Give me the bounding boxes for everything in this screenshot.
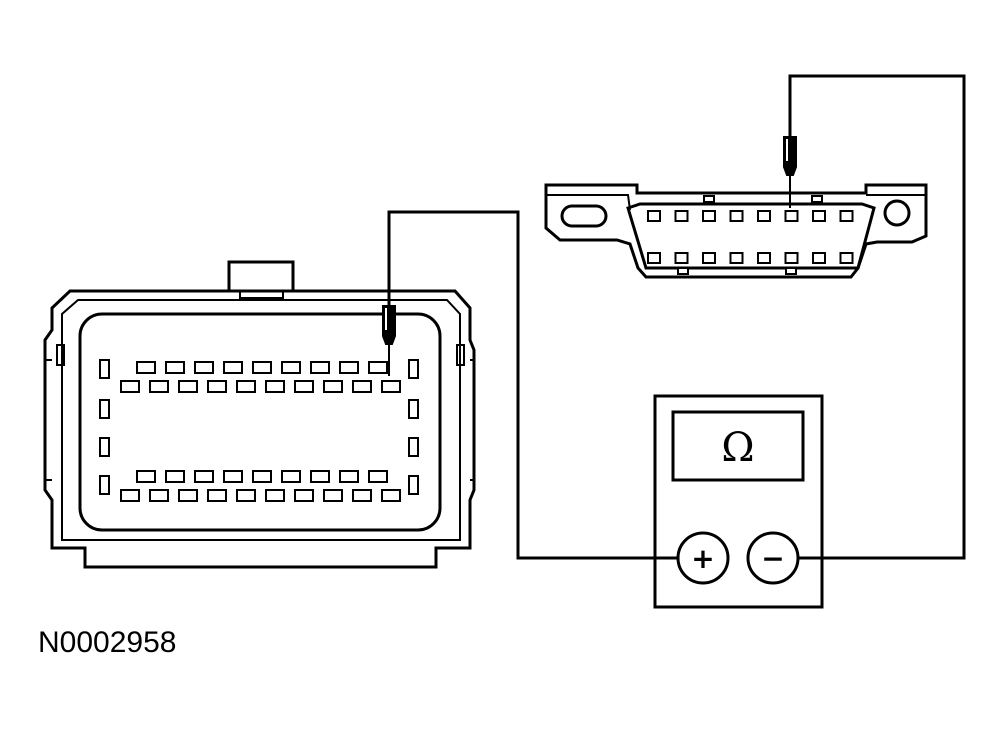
connector-pin (323, 489, 343, 502)
connector-pin (149, 380, 169, 393)
test-leads (387, 74, 966, 560)
connector-pin (408, 399, 419, 419)
connector-pin (368, 361, 388, 374)
connector-pin (252, 361, 272, 374)
connector-pin (252, 470, 272, 483)
connector-pin (281, 470, 301, 483)
obd-key-notch (703, 195, 715, 203)
connector-pin (120, 380, 140, 393)
obd-pin (839, 252, 854, 264)
connector-pin (223, 361, 243, 374)
obd-pin (757, 252, 771, 264)
connector-pin (310, 470, 330, 483)
connector-pin (310, 361, 330, 374)
connector-pin (408, 437, 419, 457)
connector-pin (294, 489, 314, 502)
connector-pin (178, 380, 198, 393)
connector-pin (99, 359, 110, 379)
negative-terminal-label: − (761, 542, 784, 575)
obd-key-notch (785, 267, 797, 275)
connector-pin (120, 489, 140, 502)
test-probe-icon (382, 305, 396, 376)
connector-pin (368, 470, 388, 483)
connector-pin (194, 470, 214, 483)
connector-pin (381, 489, 401, 502)
connector-pin (207, 489, 227, 502)
obd-pin (702, 210, 716, 222)
obd-key-notch (811, 195, 823, 203)
connector-pin (381, 380, 401, 393)
obd-pin (812, 210, 826, 222)
obd-pin (839, 210, 854, 222)
connector-pin (408, 475, 419, 495)
connector-pin (339, 470, 359, 483)
figure-id: N0002958 (38, 626, 177, 659)
test-probe-icon (783, 136, 797, 208)
connector-pin (165, 361, 185, 374)
positive-lead (387, 210, 678, 560)
obd-key-notch (677, 267, 689, 275)
connector-pin (136, 361, 156, 374)
obd-pin (647, 210, 661, 222)
connector-pin (352, 380, 372, 393)
connector-pin (236, 489, 256, 502)
connector-pin (294, 380, 314, 393)
connector-pin (149, 489, 169, 502)
obd-pin (812, 252, 826, 264)
connector-pin (178, 489, 198, 502)
obd-pin (757, 210, 771, 222)
connector-pin (223, 470, 243, 483)
meter-display (671, 410, 805, 482)
negative-lead (788, 74, 966, 560)
connector-pin (207, 380, 227, 393)
obd-pin (729, 210, 744, 222)
obd-pin (729, 252, 744, 264)
connector-pin (265, 489, 285, 502)
positive-terminal-label: + (691, 542, 714, 575)
obd-pin (784, 252, 799, 264)
meter-display-symbol: Ω (721, 425, 754, 471)
connector-pin (408, 359, 419, 379)
connector-pin (194, 361, 214, 374)
connector-pin (281, 361, 301, 374)
obd-pin (702, 252, 716, 264)
obd-pin (674, 210, 689, 222)
connector-pin (136, 470, 156, 483)
connector-pin (165, 470, 185, 483)
connector-pin (99, 475, 110, 495)
obd-dlc-connector-icon (544, 183, 928, 279)
obd-pin (647, 252, 661, 264)
ohmmeter-icon: Ω + − (653, 394, 824, 609)
obd-pin (674, 252, 689, 264)
connector-pin (339, 361, 359, 374)
connector-pin (99, 437, 110, 457)
connector-pin (352, 489, 372, 502)
connector-pin (265, 380, 285, 393)
connector-pin (99, 399, 110, 419)
obd-pin (784, 210, 799, 222)
connector-pin (323, 380, 343, 393)
multi-pin-connector-icon (43, 260, 476, 569)
connector-pin (236, 380, 256, 393)
